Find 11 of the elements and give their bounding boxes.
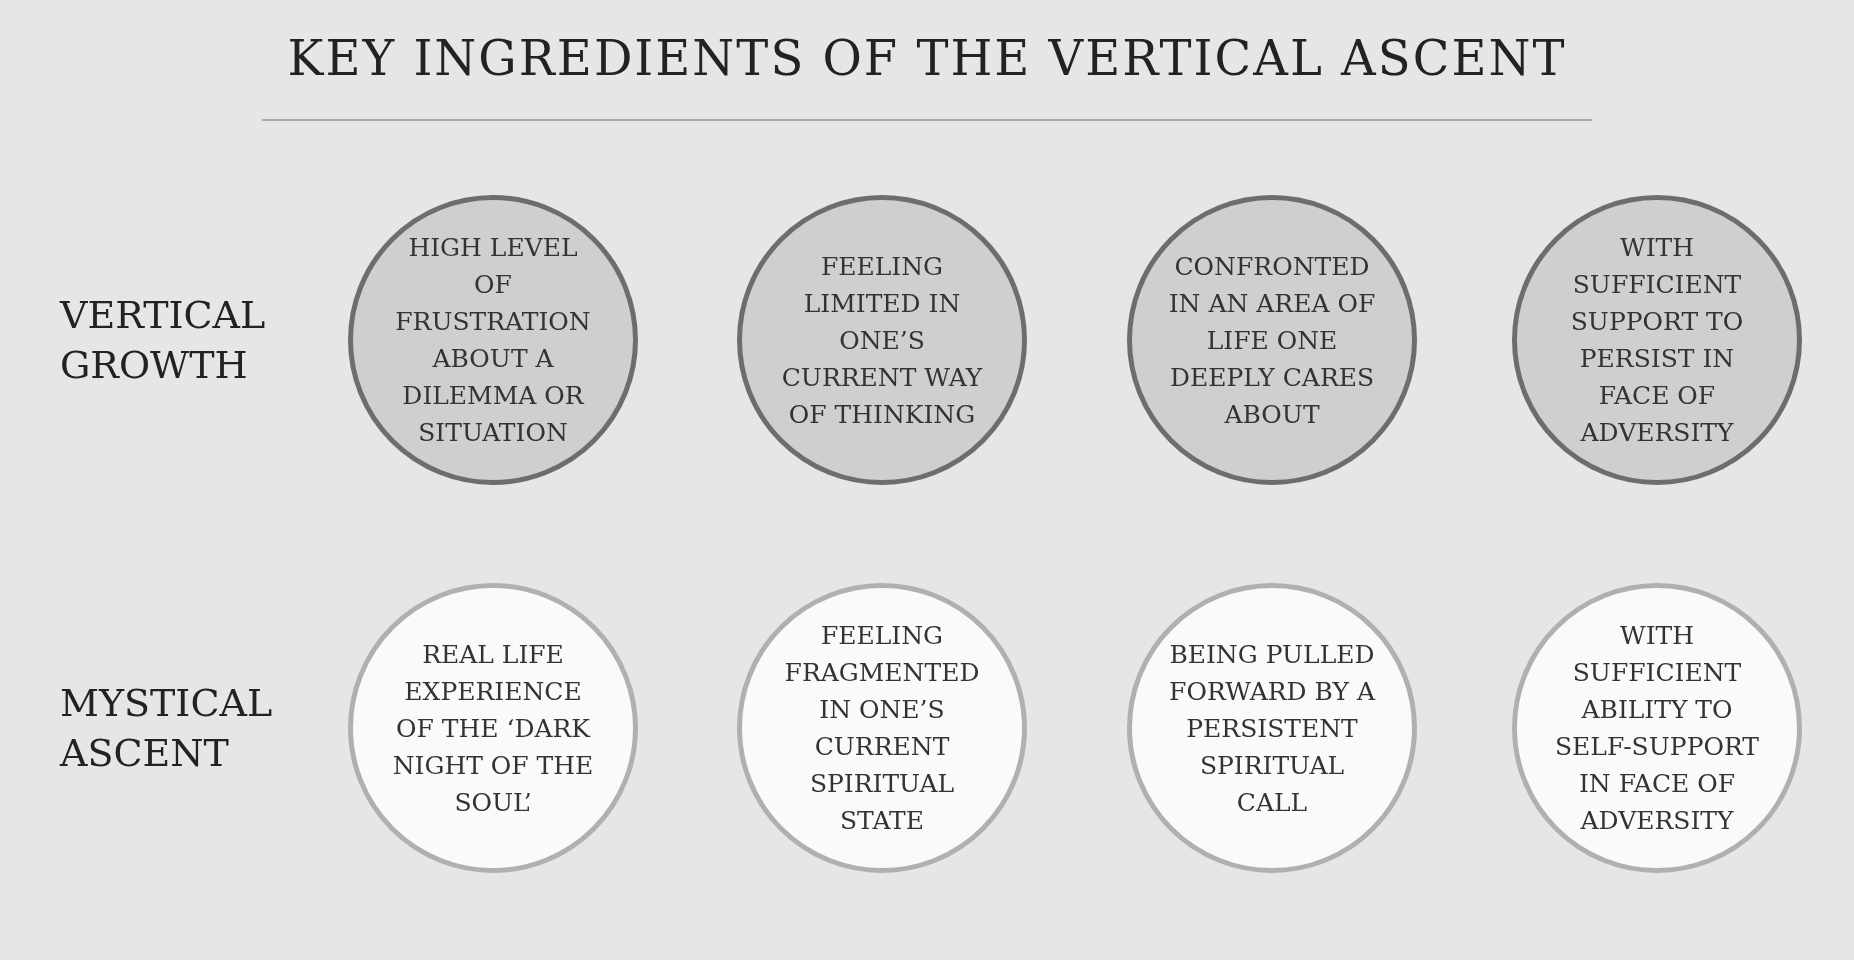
title: KEY INGREDIENTS OF THE VERTICAL ASCENT	[286, 30, 1568, 86]
node-text: WITH SUFFICIENT ABILITY TO SELF-SUPPORT IN FACE OF ADVERSITY	[1553, 620, 1760, 837]
node-text: REAL LIFE EXPERIENCE OF THE ‘DARK NIGHT OF THE SOUL’	[391, 638, 595, 819]
node-text: WITH SUFFICIENT SUPPORT TO PERSIST IN FACE OF ADVERSITY	[1569, 232, 1745, 449]
node-text: FEELING LIMITED IN ONE’S CURRENT WAY OF THINKING	[780, 250, 984, 431]
row-label: MYSTICAL ASCENT	[60, 680, 270, 777]
row-label: VERTICAL GROWTH	[60, 292, 267, 389]
node-text: BEING PULLED FORWARD BY A PERSISTENT SPIRITUAL CALL	[1168, 638, 1377, 819]
node-text: FEELING FRAGMENTED IN ONE’S CURRENT SPIRITUAL STATE	[783, 620, 981, 837]
node-text: HIGH LEVEL OF FRUSTRATION ABOUT A DILEMMA OR SITUATION	[394, 232, 592, 449]
node-text: CONFRONTED IN AN AREA OF LIFE ONE DEEPLY CARES ABOUT	[1167, 250, 1377, 431]
